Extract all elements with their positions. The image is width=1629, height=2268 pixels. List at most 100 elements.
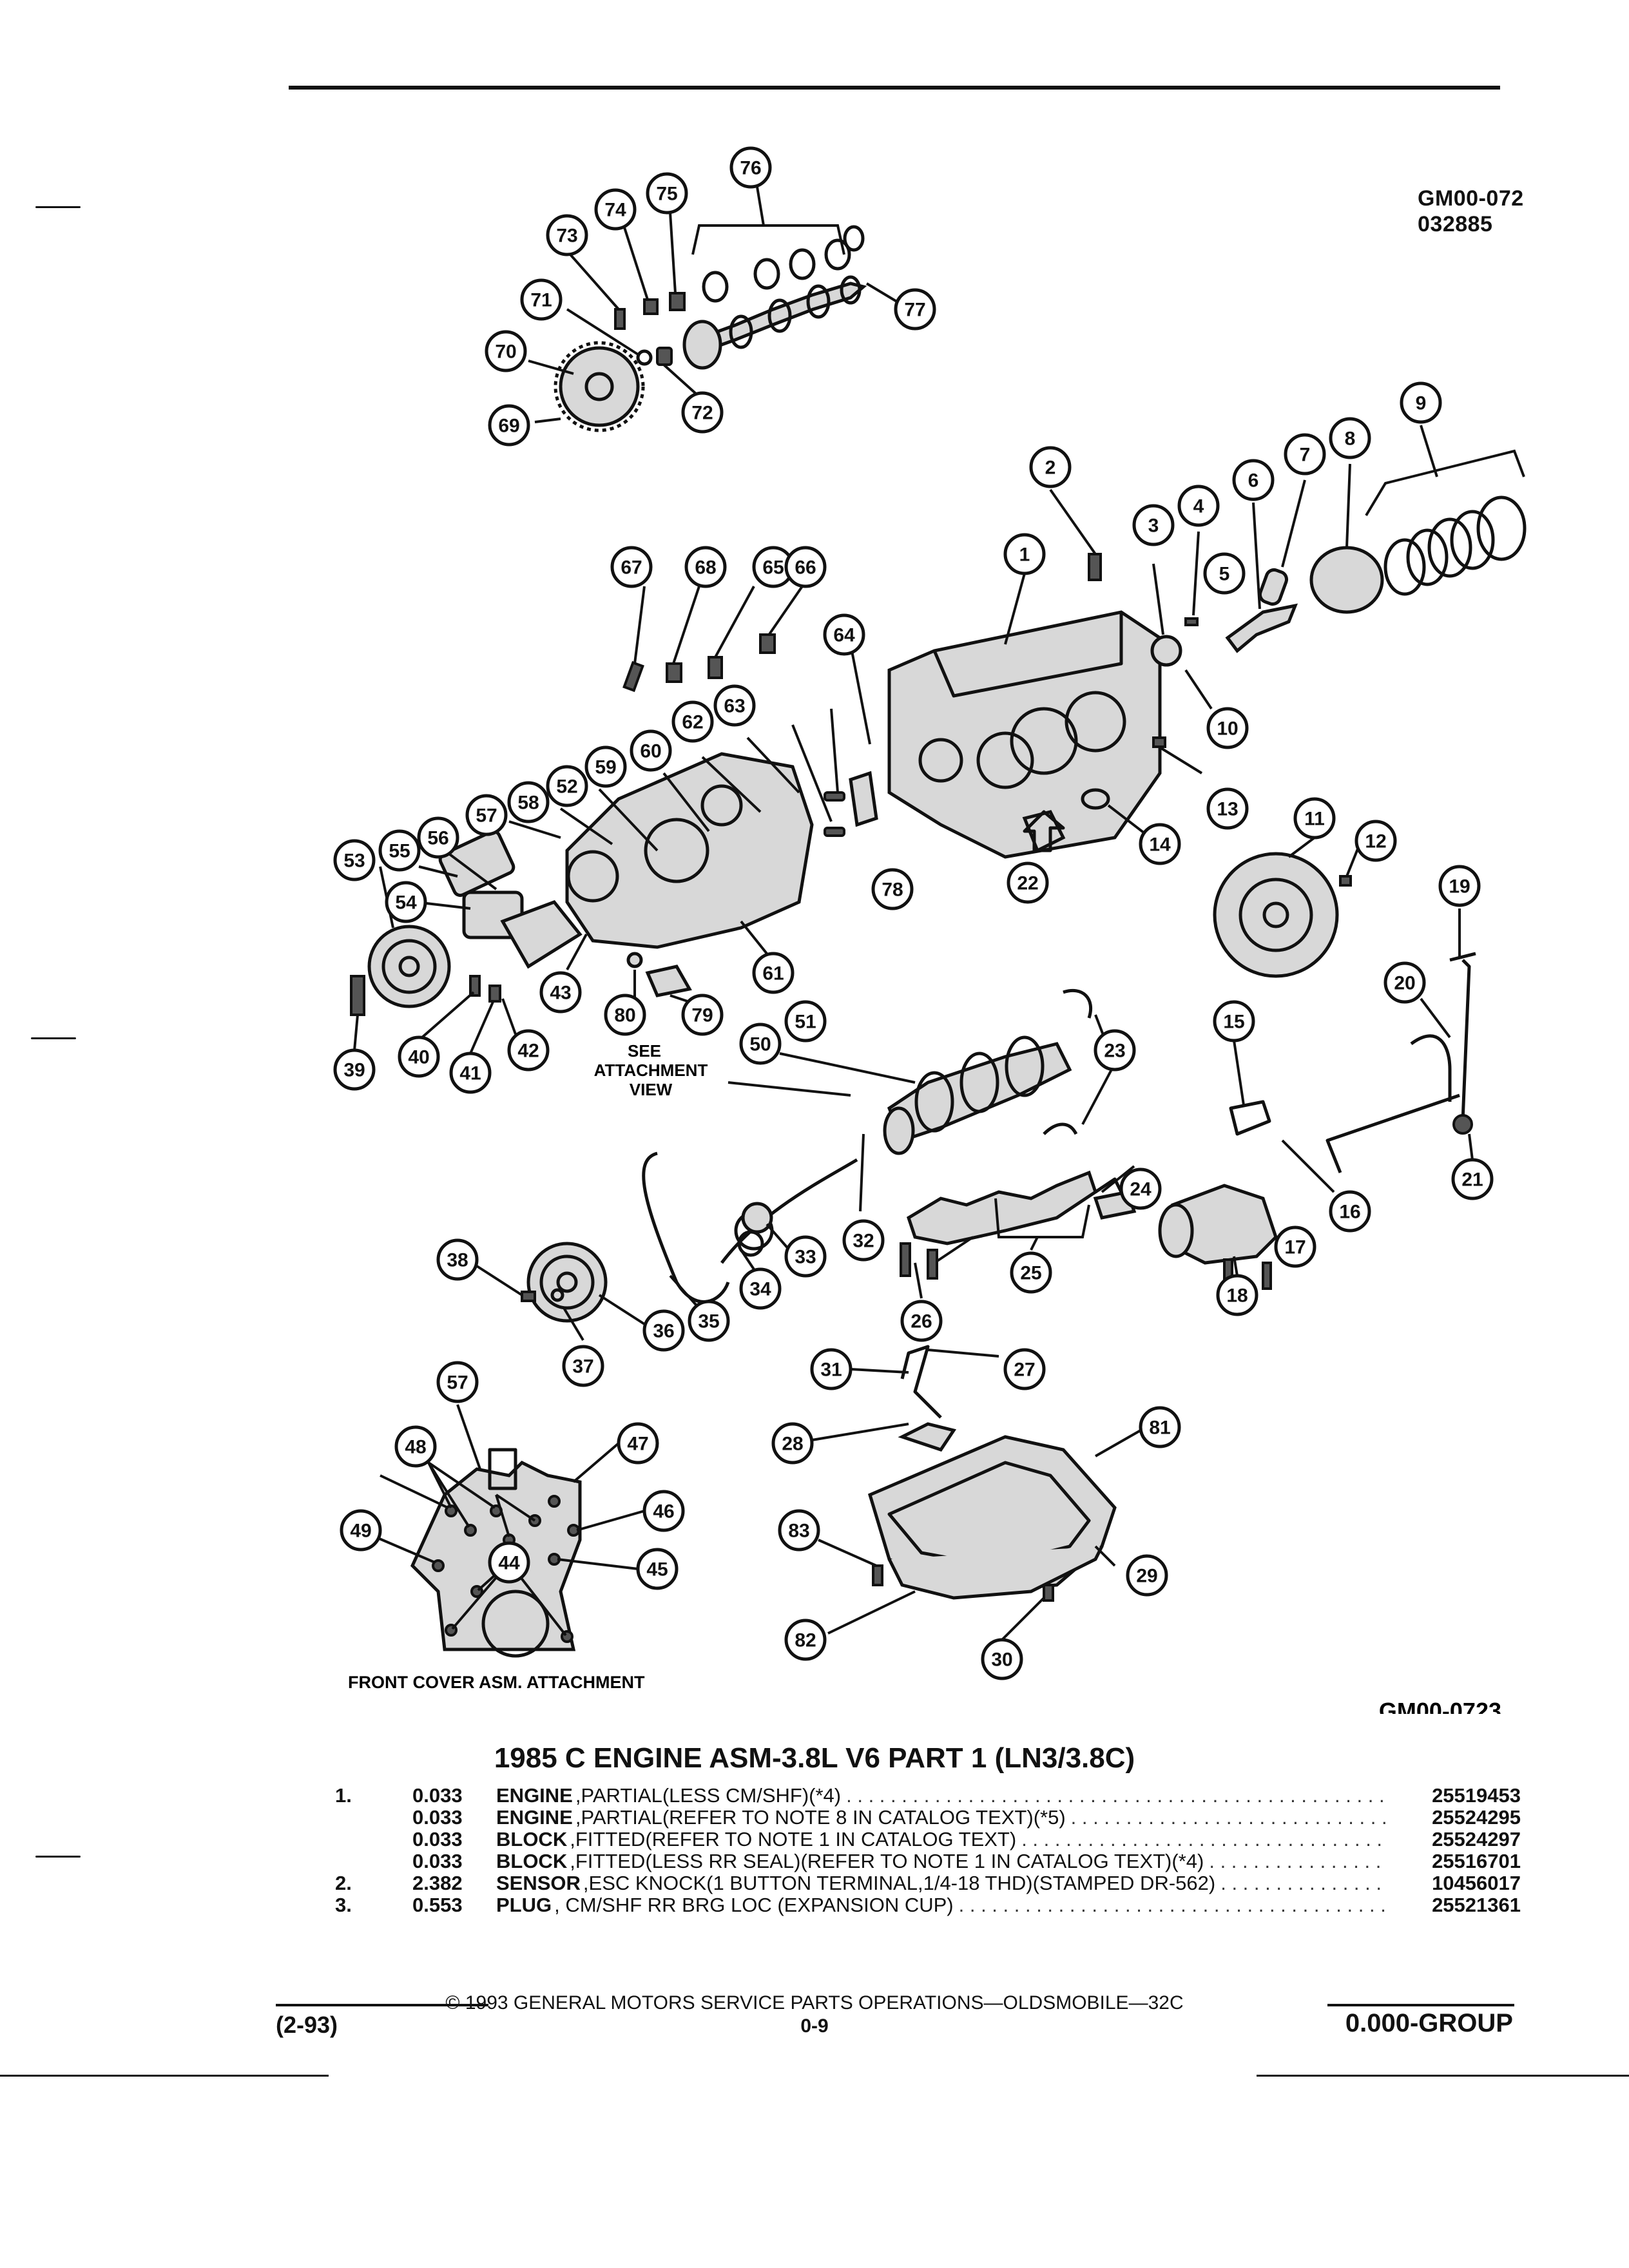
callout-number: 82 [795,1630,816,1651]
callout-circle [610,546,653,588]
leader-dots [1071,1807,1387,1829]
callout-circle [1274,1225,1316,1268]
top-rule [289,86,1500,90]
callout-circle [1284,433,1326,476]
item-desc: ,PARTIAL(LESS CM/SHF)(*4) [575,1784,842,1807]
callout-72: 72 [681,391,724,434]
callout-circle [436,1361,479,1403]
callout-number: 72 [691,403,713,424]
callout-number: 22 [1017,873,1038,894]
callout-circle [823,613,865,656]
front-cover-caption: FRONT COVER ASM. ATTACHMENT [348,1673,645,1692]
callout-number: 28 [782,1434,803,1455]
callout-37: 37 [562,1345,604,1387]
callout-circle [642,1490,685,1532]
callout-circle [842,1219,885,1262]
callout-74: 74 [594,188,637,231]
callout-circle [539,971,582,1014]
callout-number: 55 [389,841,410,862]
callout-circle [642,1309,685,1352]
callout-circle [333,1048,376,1091]
callout-76: 76 [729,146,772,189]
list-item: 2. 2.382 SENSOR ,ESC KNOCK(1 BUTTON TERM… [335,1872,1521,1894]
callout-number: 80 [614,1005,635,1026]
item-index [335,1850,412,1872]
callout-circle [333,839,376,881]
callout-45: 45 [636,1548,679,1590]
piston-group [1150,425,1527,710]
item-name: BLOCK [496,1850,568,1872]
item-index: 2. [335,1872,352,1894]
page-title: 1985 C ENGINE ASM-3.8L V6 PART 1 (LN3/3.… [494,1742,1135,1774]
callout-7: 7 [1284,433,1326,476]
callout-circle [1003,1348,1046,1390]
callout-46: 46 [642,1490,685,1532]
callout-number: 44 [498,1553,520,1574]
callout-number: 10 [1217,718,1238,740]
callout-number: 76 [740,158,761,179]
callout-number: 42 [517,1041,539,1062]
callout-52: 52 [546,765,588,807]
camshaft-group [528,186,900,432]
callout-number: 62 [682,712,703,733]
callout-60: 60 [630,729,672,772]
callout-circle [546,765,588,807]
callout-circle [507,1029,550,1072]
callout-circle [684,546,727,588]
callout-16: 16 [1329,1190,1371,1233]
copyright-notice: © 1993 GENERAL MOTORS SERVICE PARTS OPER… [445,1992,1184,2013]
callout-53: 53 [333,839,376,881]
callout-circle [636,1548,679,1590]
callout-number: 51 [795,1012,816,1033]
callout-number: 78 [882,879,903,901]
callout-10: 10 [1206,707,1249,749]
item-index: 3. [335,1894,352,1916]
callout-23: 23 [1094,1029,1136,1072]
list-item: 0.033 BLOCK ,FITTED(LESS RR SEAL)(REFER … [335,1850,1521,1872]
callout-circle [488,1541,530,1584]
callout-circle [671,700,714,743]
callout-27: 27 [1003,1348,1046,1390]
callout-circle [394,1425,437,1468]
callout-1: 1 [1003,533,1046,575]
callout-number: 45 [646,1559,668,1581]
callout-9: 9 [1400,381,1442,424]
callout-39: 39 [333,1048,376,1091]
item-part-number: 25516701 [1432,1850,1521,1872]
callout-5: 5 [1203,552,1246,595]
callout-43: 43 [539,971,582,1014]
callout-circle [1354,820,1397,862]
callout-61: 61 [752,952,795,994]
callout-number: 59 [595,757,616,778]
item-desc: ,ESC KNOCK(1 BUTTON TERMINAL,1/4-18 THD)… [583,1872,1216,1894]
callout-number: 48 [405,1437,426,1458]
callout-circle [981,1638,1023,1680]
callout-number: 19 [1449,876,1470,898]
callout-circle [340,1509,382,1552]
callout-circle [1007,861,1049,904]
callout-6: 6 [1232,459,1275,501]
callout-circle [1213,1000,1255,1043]
callout-35: 35 [688,1300,730,1342]
callout-circle [784,1235,827,1278]
callout-number: 70 [495,341,516,363]
callout-circle [1329,1190,1371,1233]
callout-circle [1119,1168,1162,1210]
callout-18: 18 [1216,1274,1258,1316]
callout-circle [436,1238,479,1281]
callout-17: 17 [1274,1225,1316,1268]
item-part-number: 25521361 [1432,1894,1521,1916]
item-part-number: 25524295 [1432,1806,1521,1829]
callout-number: 15 [1223,1012,1244,1033]
callout-83: 83 [778,1509,820,1552]
callout-circle [778,1509,820,1552]
callout-circle [1383,961,1426,1004]
callout-25: 25 [1010,1251,1052,1294]
callout-48: 48 [394,1425,437,1468]
oil-pan-group [811,1345,1141,1641]
drawing-ref-line2: 032885 [1418,212,1493,236]
list-item: 1. 0.033 ENGINE ,PARTIAL(LESS CM/SHF)(*4… [335,1785,1521,1807]
callout-number: 40 [408,1047,429,1068]
drawing-reference: GM00-072 032885 [1418,186,1524,237]
callout-circle [871,868,914,910]
